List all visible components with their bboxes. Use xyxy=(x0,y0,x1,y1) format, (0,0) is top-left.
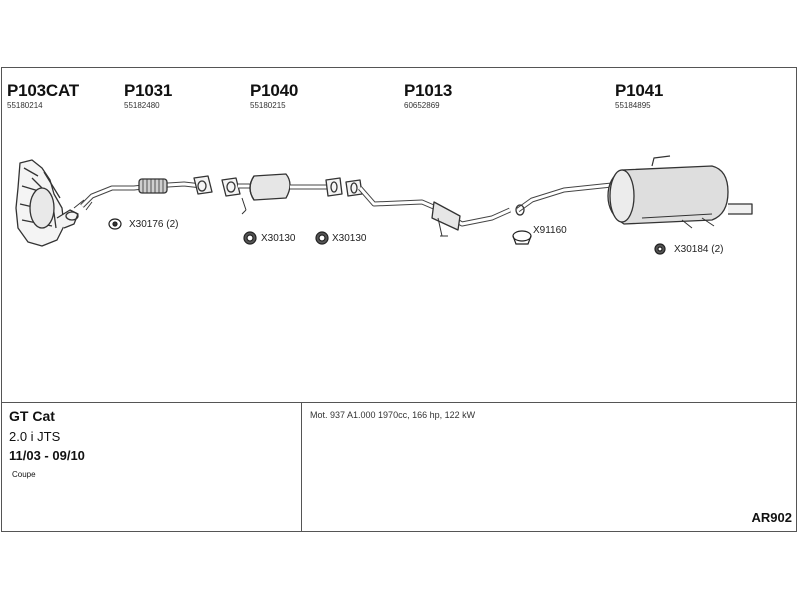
reference-code: AR902 xyxy=(751,510,792,525)
vehicle-engine: 2.0 i JTS xyxy=(9,429,61,444)
vehicle-body-type: Coupe xyxy=(12,470,36,479)
hardware-label-hanger[interactable]: X30184 (2) xyxy=(674,244,724,255)
part-header-manifold-cat[interactable]: P103CAT 55180214 xyxy=(7,82,79,111)
front-silencer-part xyxy=(221,173,343,215)
hardware-label-gasket[interactable]: X30176 (2) xyxy=(129,219,179,230)
part-number: 55180215 xyxy=(250,101,286,110)
gasket-icon xyxy=(108,218,122,230)
part-code: P1013 xyxy=(404,81,453,100)
hardware-label-ring-1[interactable]: X30130 xyxy=(261,233,296,244)
table-divider-horizontal xyxy=(2,402,796,403)
rear-silencer-part xyxy=(515,155,753,229)
motor-info: Mot. 937 A1.000 1970cc, 166 hp, 122 kW xyxy=(310,410,476,420)
part-number: 55182480 xyxy=(124,101,160,110)
exhaust-system-drawing xyxy=(15,155,753,255)
part-number: 55180214 xyxy=(7,101,43,110)
vehicle-model: GT Cat xyxy=(9,408,55,424)
table-divider-vertical xyxy=(301,402,302,531)
manifold-catalyst-part xyxy=(15,159,79,247)
vehicle-years: 11/03 - 09/10 xyxy=(9,448,85,463)
part-header-front-silencer[interactable]: P1040 55180215 xyxy=(250,82,298,111)
part-code: P1041 xyxy=(615,81,664,100)
clamp-icon xyxy=(512,230,532,245)
part-header-rear-silencer[interactable]: P1041 55184895 xyxy=(615,82,663,111)
part-code: P103CAT xyxy=(7,81,79,100)
hanger-icon xyxy=(654,243,666,255)
hardware-label-clamp[interactable]: X91160 xyxy=(533,225,567,236)
part-code: P1040 xyxy=(250,81,299,100)
part-number: 60652869 xyxy=(404,101,440,110)
ring-icon xyxy=(243,231,257,245)
middle-pipe-part xyxy=(345,179,512,237)
ring-icon xyxy=(315,231,329,245)
part-header-front-pipe[interactable]: P1031 55182480 xyxy=(124,82,172,111)
exhaust-diagram-sheet: P103CAT 55180214 P1031 55182480 P1040 55… xyxy=(1,67,797,532)
part-header-middle-pipe[interactable]: P1013 60652869 xyxy=(404,82,452,111)
part-code: P1031 xyxy=(124,81,173,100)
hardware-label-ring-2[interactable]: X30130 xyxy=(332,233,367,244)
front-pipe-part xyxy=(73,175,213,211)
part-number: 55184895 xyxy=(615,101,651,110)
